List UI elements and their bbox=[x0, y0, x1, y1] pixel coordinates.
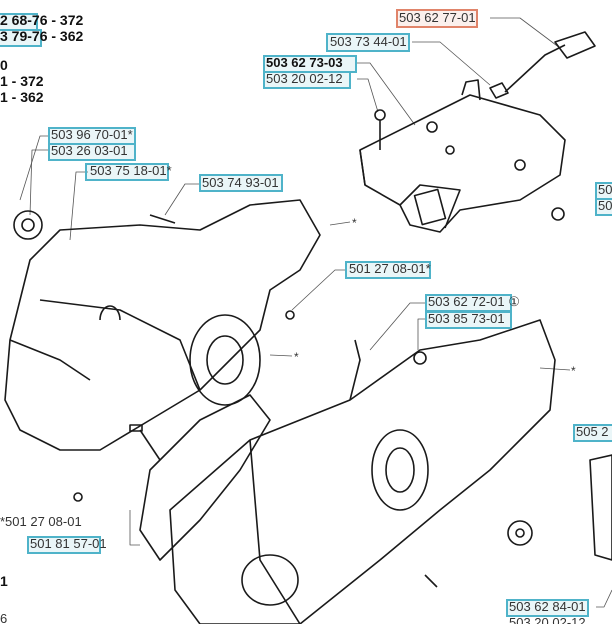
left-edge-label: 6 bbox=[0, 611, 8, 624]
asterisk-marker: * bbox=[571, 364, 576, 378]
header-line: 1 - 362 bbox=[0, 89, 44, 105]
gasket-drawing bbox=[139, 394, 271, 561]
part-label[interactable]: 503 73 44-01 bbox=[330, 34, 407, 49]
model-line-372: 2 68-76 - 372 bbox=[0, 12, 84, 28]
highlight-box bbox=[595, 198, 612, 216]
part-label[interactable]: 503 75 18-01* bbox=[90, 163, 172, 178]
part-label[interactable]: 503 96 70-01* bbox=[51, 127, 133, 142]
part-label[interactable]: 503 85 73-01 bbox=[428, 311, 505, 326]
asterisk-marker: * bbox=[352, 216, 357, 230]
highlight-box bbox=[27, 536, 101, 554]
part-label[interactable]: 503 20 02-12 bbox=[509, 615, 586, 624]
header-line: 1 - 372 bbox=[0, 73, 44, 89]
highlight-box bbox=[326, 33, 410, 52]
highlight-box bbox=[506, 599, 589, 617]
highlight-box bbox=[0, 29, 42, 47]
header-line: 0 bbox=[0, 57, 8, 73]
part-label[interactable]: 503 74 93-01 bbox=[202, 175, 279, 190]
selected-highlight-box bbox=[396, 9, 478, 28]
part-label[interactable]: 50 bbox=[598, 198, 612, 213]
leader-lines bbox=[19, 17, 612, 608]
left-crankcase-drawing bbox=[4, 199, 321, 502]
highlight-box bbox=[345, 261, 431, 279]
highlight-box bbox=[573, 424, 612, 442]
part-label[interactable]: *501 27 08-01 bbox=[0, 514, 82, 529]
part-label[interactable]: 501 27 08-01* bbox=[349, 261, 431, 276]
right-crankcase-drawing bbox=[169, 319, 612, 624]
left-edge-label: 1 bbox=[0, 573, 8, 589]
part-label[interactable]: 503 62 73-03 bbox=[266, 55, 343, 70]
part-label[interactable]: 503 26 03-01 bbox=[51, 143, 128, 158]
highlight-box bbox=[85, 163, 169, 181]
part-label[interactable]: 503 62 84-01 bbox=[509, 599, 586, 614]
part-label-selected[interactable]: 503 62 77-01 bbox=[399, 10, 476, 25]
part-label[interactable]: 50 bbox=[598, 182, 612, 197]
part-label[interactable]: 505 2 bbox=[576, 424, 609, 439]
asterisk-marker: * bbox=[294, 350, 299, 364]
highlight-box bbox=[425, 311, 512, 329]
part-label[interactable]: 503 62 72-01 ① bbox=[428, 294, 520, 309]
highlight-box bbox=[48, 143, 136, 161]
highlight-box bbox=[199, 174, 283, 192]
model-line-362: 3 79-76 - 362 bbox=[0, 28, 84, 44]
part-label[interactable]: 503 20 02-12 bbox=[266, 71, 343, 86]
highlight-box bbox=[263, 71, 351, 89]
top-cover-drawing bbox=[359, 31, 596, 233]
part-label[interactable]: 501 81 57-01 bbox=[30, 536, 107, 551]
